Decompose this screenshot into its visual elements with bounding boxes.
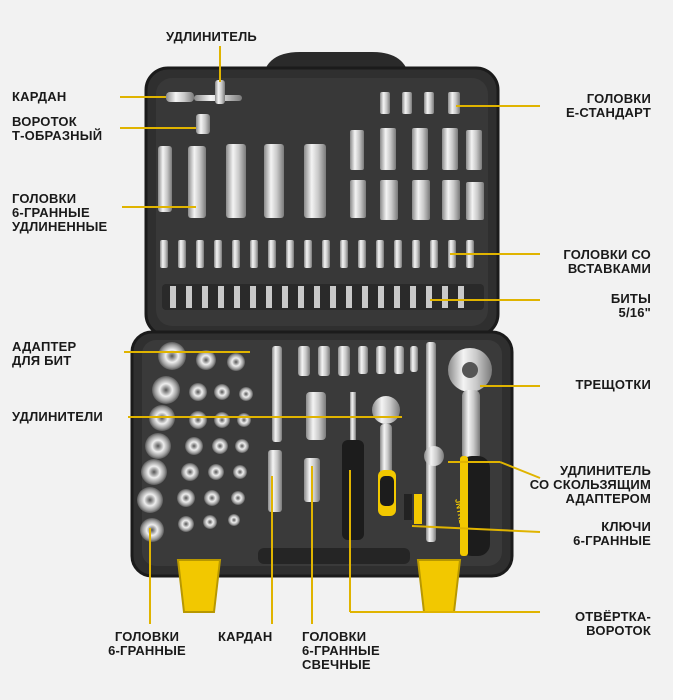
label-udliniteli: УДЛИНИТЕЛИ bbox=[12, 409, 103, 424]
label-treshchotki: ТРЕЩОТКИ bbox=[575, 377, 651, 392]
label-golovki-svech: ГОЛОВКИ 6-ГРАННЫЕ СВЕЧНЫЕ bbox=[302, 629, 380, 672]
label-klyuchi: КЛЮЧИ 6-ГРАННЫЕ bbox=[573, 519, 651, 548]
label-kardan-bottom: КАРДАН bbox=[218, 629, 273, 644]
label-udlinitel: УДЛИНИТЕЛЬ bbox=[166, 29, 257, 44]
e-standard-sockets bbox=[350, 92, 484, 220]
label-bity: БИТЫ 5/16" bbox=[610, 291, 651, 320]
bit-sockets-row bbox=[160, 240, 474, 268]
label-golovki-vstavki: ГОЛОВКИ СО ВСТАВКАМИ bbox=[563, 247, 651, 276]
label-adapter: АДАПТЕР ДЛЯ БИТ bbox=[12, 339, 77, 368]
label-vorotok: ВОРОТОК Т-ОБРАЗНЫЙ bbox=[12, 114, 103, 143]
label-golovki-6: ГОЛОВКИ 6-ГРАННЫЕ bbox=[108, 629, 186, 658]
label-kardan-top: КАРДАН bbox=[12, 89, 67, 104]
deep-sockets bbox=[158, 144, 326, 218]
label-golovki-extended: ГОЛОВКИ 6-ГРАННЫЕ УДЛИНЕННЫЕ bbox=[12, 191, 108, 234]
sockets-grid bbox=[137, 342, 253, 542]
label-golovki-e: ГОЛОВКИ Е-СТАНДАРТ bbox=[565, 91, 651, 120]
label-udlinitel-slide: УДЛИНИТЕЛЬ СО СКОЛЬЗЯЩИМ АДАПТЕРОМ bbox=[529, 463, 651, 506]
latch-left bbox=[176, 559, 222, 613]
label-otvertka: ОТВЁРТКА- ВОРОТОК bbox=[574, 609, 651, 638]
case-handle bbox=[262, 52, 410, 104]
bits-row bbox=[170, 286, 464, 308]
